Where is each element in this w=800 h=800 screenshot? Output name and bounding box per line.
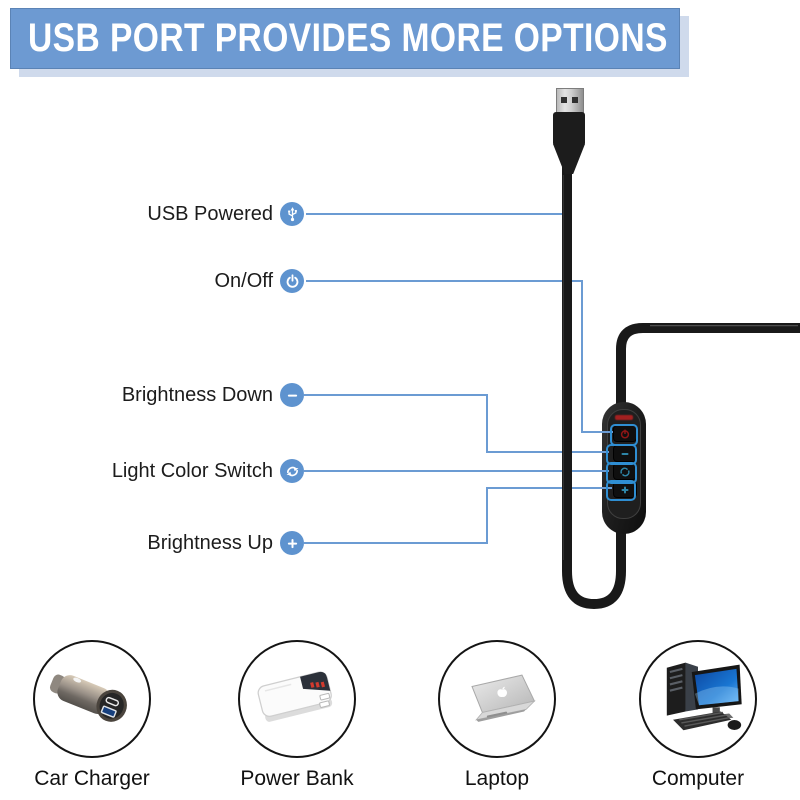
feature-label: Brightness Up xyxy=(147,531,273,554)
feature-usb-powered: USB Powered xyxy=(58,201,304,227)
source-car-charger: Car Charger xyxy=(17,640,167,791)
source-label: Car Charger xyxy=(34,767,150,790)
minus-icon xyxy=(280,383,304,407)
feature-label: Light Color Switch xyxy=(111,459,273,482)
feature-brightness-down: Brightness Down xyxy=(58,382,304,408)
minus-glyph-icon xyxy=(621,452,629,455)
power-button-highlight xyxy=(610,424,638,446)
callout-stub xyxy=(596,431,613,433)
car-charger-icon xyxy=(33,640,151,758)
callout-stub xyxy=(596,470,609,472)
usb-plug-metal xyxy=(556,88,584,114)
source-label: Computer xyxy=(651,767,745,790)
laptop-icon xyxy=(438,640,556,758)
usb-plug-strain-relief xyxy=(553,144,585,174)
source-label: Power Bank xyxy=(240,767,354,790)
feature-light-color-switch: Light Color Switch xyxy=(58,458,304,484)
plus-icon xyxy=(280,531,304,555)
feature-label: On/Off xyxy=(214,269,273,292)
feature-brightness-up: Brightness Up xyxy=(58,530,304,556)
usb-icon xyxy=(280,202,304,226)
source-label: Laptop xyxy=(464,767,530,790)
switch-button-highlight xyxy=(606,462,637,484)
usb-pin-hole xyxy=(572,97,578,103)
callout-stub xyxy=(596,451,609,453)
source-laptop: Laptop xyxy=(422,640,572,791)
source-power-bank: Power Bank xyxy=(222,640,372,791)
power-bank-icon xyxy=(238,640,356,758)
computer-icon xyxy=(639,640,757,758)
feature-label: Brightness Down xyxy=(121,383,273,406)
feature-on-off: On/Off xyxy=(58,268,304,294)
plus-glyph-icon xyxy=(621,486,629,493)
power-glyph-icon xyxy=(620,429,630,439)
plus-button-highlight xyxy=(606,480,636,501)
page-title: USB PORT PROVIDES MORE OPTIONS xyxy=(28,16,668,60)
feature-label: USB Powered xyxy=(147,202,273,225)
power-icon xyxy=(280,269,304,293)
source-computer: Computer xyxy=(623,640,773,791)
title-banner: USB PORT PROVIDES MORE OPTIONS xyxy=(10,8,680,69)
remote-brand-logo xyxy=(615,415,633,420)
usb-plug-body xyxy=(553,112,585,146)
usb-pin-hole xyxy=(561,97,567,103)
minus-button-highlight xyxy=(606,444,637,465)
callout-stub xyxy=(596,487,612,489)
switch-glyph-icon xyxy=(620,467,630,476)
switch-icon xyxy=(280,459,304,483)
